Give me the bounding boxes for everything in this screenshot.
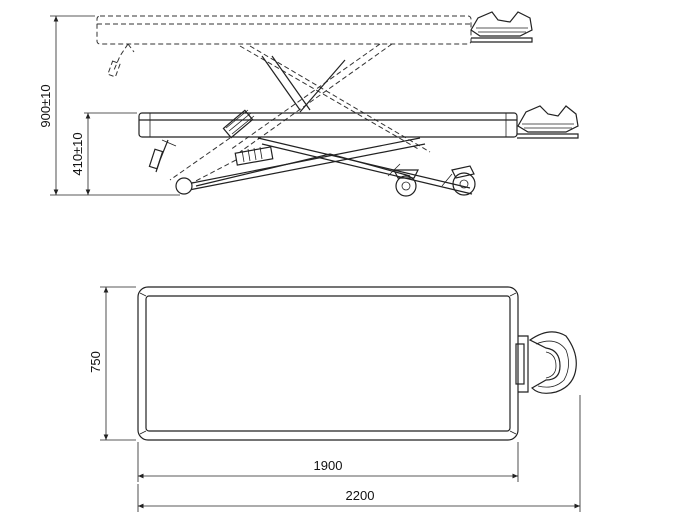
dimension-total-height: 900±10 xyxy=(38,15,180,196)
lowered-tabletop xyxy=(138,112,518,138)
actuator-lower xyxy=(189,146,274,185)
base-roller xyxy=(175,177,193,195)
dimension-total-length: 2200 xyxy=(137,395,581,512)
top-view: 750 1900 2200 xyxy=(88,286,581,512)
table-outer xyxy=(137,286,519,441)
actuator-upper xyxy=(169,109,255,181)
raised-tabletop xyxy=(96,15,472,45)
dim-width-label: 750 xyxy=(88,351,103,373)
dim-table-length-label: 1900 xyxy=(314,458,343,473)
dimension-table-length: 1900 xyxy=(137,442,519,482)
headrest-top xyxy=(515,331,577,394)
dimension-width: 750 xyxy=(88,286,136,441)
dimension-lowered-height: 410±10 xyxy=(70,112,137,195)
table-inner xyxy=(145,295,511,432)
side-view: 900±10 410±10 xyxy=(38,11,579,197)
dim-total-height-label: 900±10 xyxy=(38,84,53,127)
dim-total-length-label: 2200 xyxy=(346,488,375,503)
dim-lowered-height-label: 410±10 xyxy=(70,132,85,175)
lowered-headrest xyxy=(517,105,579,139)
wheel-right xyxy=(441,165,476,196)
wheel-left xyxy=(387,163,419,197)
raised-headrest xyxy=(470,11,533,43)
